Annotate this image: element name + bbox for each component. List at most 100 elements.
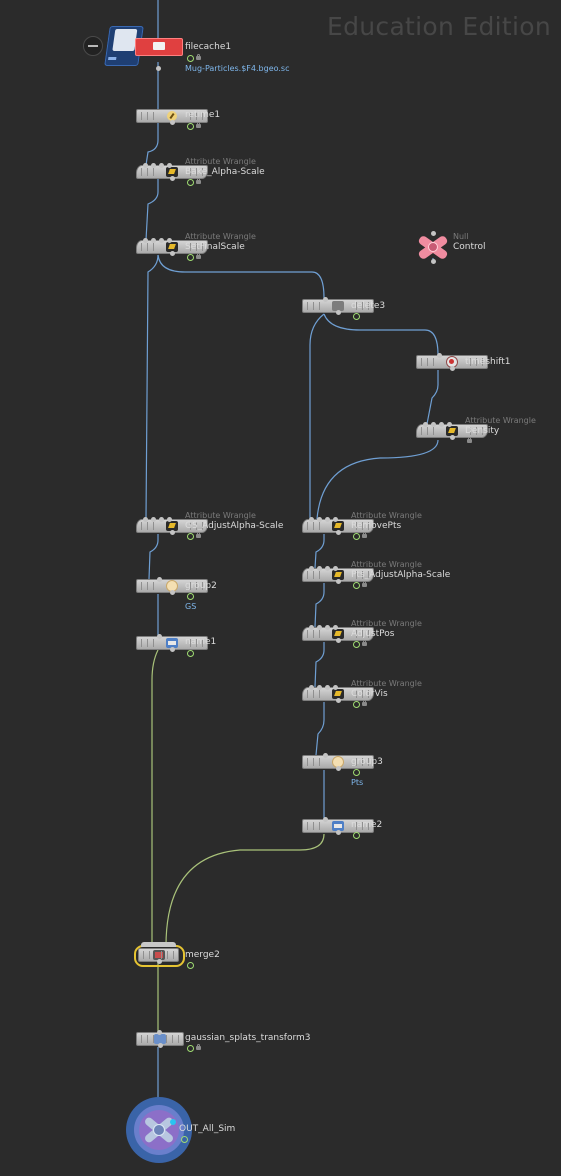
gs-adjustalpha-scale-node[interactable] <box>136 517 208 535</box>
output-port[interactable] <box>170 590 175 595</box>
group2-node[interactable] <box>136 577 208 595</box>
output-port[interactable] <box>336 830 341 835</box>
input-port[interactable] <box>151 238 156 243</box>
output-port[interactable] <box>336 579 341 584</box>
timeshift1-node[interactable] <box>416 353 488 371</box>
group3-node[interactable] <box>302 753 374 771</box>
removepts-node[interactable] <box>302 517 374 535</box>
input-port[interactable] <box>159 517 164 522</box>
input-port[interactable] <box>325 625 330 630</box>
input-port[interactable] <box>309 625 314 630</box>
merge2-input-bar[interactable] <box>141 942 176 947</box>
retime1-output-port[interactable] <box>170 120 175 125</box>
name2-node[interactable] <box>302 817 374 835</box>
input-port[interactable] <box>323 753 328 758</box>
display-flag-icon <box>353 769 360 776</box>
pts-adjustalpha-scale-node[interactable] <box>302 566 374 584</box>
retime1-node[interactable] <box>136 109 208 125</box>
output-port[interactable] <box>336 638 341 643</box>
input-port[interactable] <box>333 517 338 522</box>
output-port[interactable] <box>170 251 175 256</box>
input-port[interactable] <box>447 422 452 427</box>
adjustpos-type: Attribute Wrangle <box>351 619 422 628</box>
input-port[interactable] <box>317 685 322 690</box>
input-port[interactable] <box>143 163 148 168</box>
output-port[interactable] <box>158 1043 163 1048</box>
input-port[interactable] <box>309 685 314 690</box>
input-port[interactable] <box>325 685 330 690</box>
output-port[interactable] <box>336 310 341 315</box>
input-port[interactable] <box>157 1030 162 1035</box>
output-port[interactable] <box>336 698 341 703</box>
retime1-label: retime1 <box>185 110 221 120</box>
removepts-type: Attribute Wrangle <box>351 511 422 520</box>
setfinalscale-node[interactable] <box>136 238 208 256</box>
output-port[interactable] <box>170 176 175 181</box>
lock-icon <box>362 700 367 706</box>
output-port[interactable] <box>170 530 175 535</box>
output-port[interactable] <box>156 959 162 964</box>
input-port[interactable] <box>325 517 330 522</box>
input-port[interactable] <box>317 517 322 522</box>
out-all-sim-label: OUT_All_Sim <box>179 1124 236 1134</box>
input-port[interactable] <box>159 163 164 168</box>
control-null-node[interactable] <box>417 231 449 264</box>
input-port[interactable] <box>333 685 338 690</box>
delete3-node[interactable] <box>302 297 374 315</box>
display-flag-icon <box>187 123 194 130</box>
input-port[interactable] <box>159 238 164 243</box>
name1-node[interactable] <box>136 634 208 652</box>
output-port[interactable] <box>450 366 455 371</box>
merge2-node[interactable] <box>138 948 179 964</box>
input-port[interactable] <box>151 163 156 168</box>
input-port[interactable] <box>309 566 314 571</box>
input-port[interactable] <box>431 422 436 427</box>
input-port[interactable] <box>157 634 162 639</box>
adjustpos-node[interactable] <box>302 625 374 643</box>
input-port[interactable] <box>439 422 444 427</box>
input-port[interactable] <box>333 625 338 630</box>
gaussian-splats-transform3-node[interactable] <box>136 1030 184 1048</box>
input-port[interactable] <box>143 517 148 522</box>
input-port[interactable] <box>437 353 442 358</box>
wrangle-icon <box>332 689 344 699</box>
control-output-port[interactable] <box>431 259 436 264</box>
filecache1-output-port[interactable] <box>156 66 161 71</box>
density-node[interactable] <box>416 422 488 440</box>
delete3-label: delete3 <box>351 301 386 311</box>
input-port[interactable] <box>323 817 328 822</box>
input-port[interactable] <box>333 566 338 571</box>
control-input-port[interactable] <box>431 231 436 236</box>
input-port[interactable] <box>317 625 322 630</box>
output-port[interactable] <box>450 435 455 440</box>
wrangle-icon <box>166 167 178 177</box>
out-all-sim-node[interactable] <box>126 1097 192 1163</box>
input-port[interactable] <box>323 297 328 302</box>
filecache1-node[interactable] <box>104 26 183 71</box>
input-port[interactable] <box>167 163 172 168</box>
output-port[interactable] <box>336 530 341 535</box>
input-port[interactable] <box>157 577 162 582</box>
filecache1-label: filecache1 <box>185 42 232 52</box>
input-port[interactable] <box>317 566 322 571</box>
lock-icon <box>196 253 201 259</box>
bypass-flag-icon[interactable] <box>83 36 103 56</box>
filecache1-file-path: Mug-Particles.$F4.bgeo.sc <box>185 64 290 73</box>
group3-label: group3 <box>351 757 383 767</box>
colorvis-node[interactable] <box>302 685 374 703</box>
input-port[interactable] <box>309 517 314 522</box>
input-port[interactable] <box>423 422 428 427</box>
input-port[interactable] <box>167 517 172 522</box>
output-port[interactable] <box>336 766 341 771</box>
input-port[interactable] <box>325 566 330 571</box>
input-port[interactable] <box>167 238 172 243</box>
output-port[interactable] <box>170 647 175 652</box>
bake-alpha-scale-node[interactable] <box>136 163 208 181</box>
wire-delete-timeshift <box>323 313 439 356</box>
lock-icon <box>196 178 201 184</box>
lock-icon <box>196 1044 201 1050</box>
input-port[interactable] <box>143 238 148 243</box>
input-port[interactable] <box>151 517 156 522</box>
